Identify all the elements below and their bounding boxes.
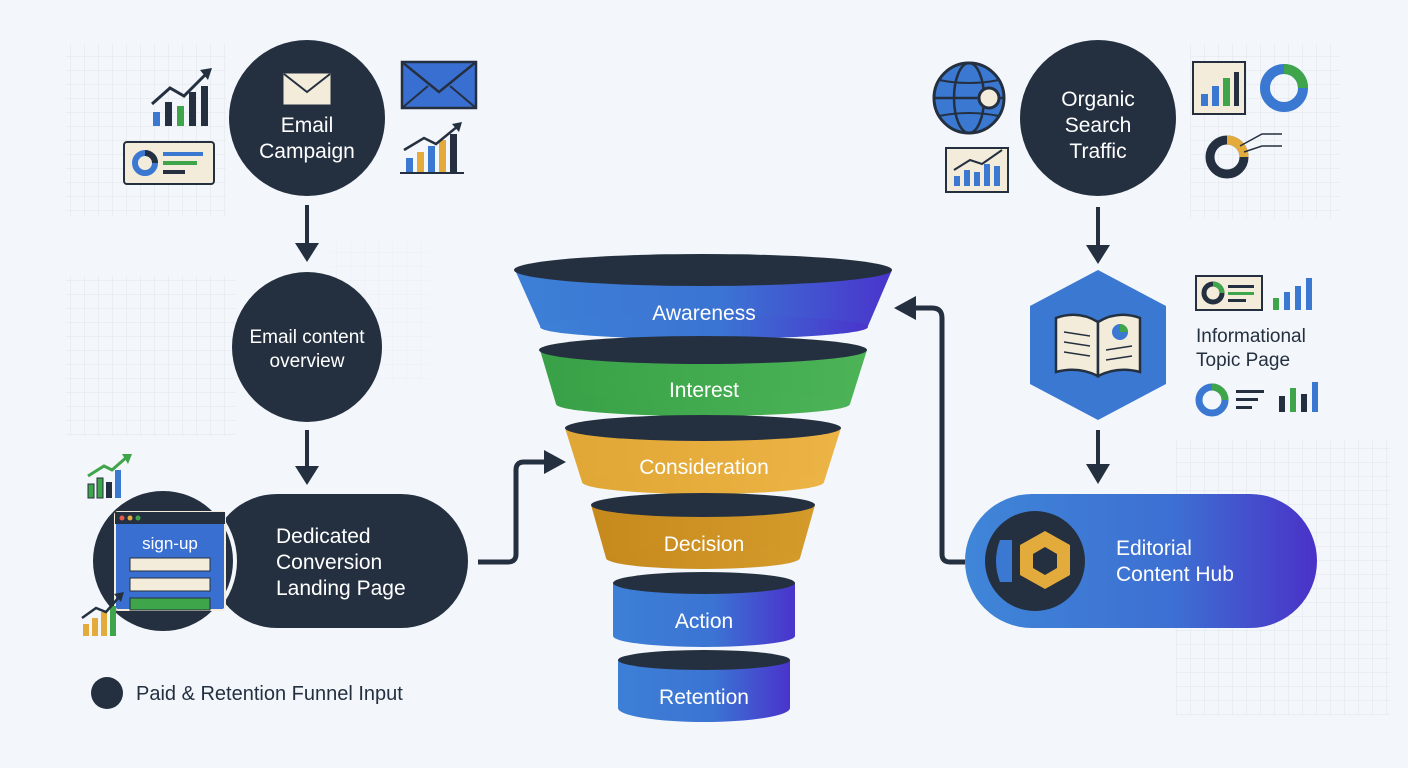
bar-chart-icon <box>1273 278 1312 310</box>
dashboard-card-icon <box>1195 275 1263 311</box>
funnel-stage-label: Consideration <box>639 456 769 479</box>
topic-page-label-2: Topic Page <box>1196 350 1290 371</box>
funnel-stage-interest[interactable]: Interest <box>539 336 867 416</box>
email-overview-label-2: overview <box>270 351 345 372</box>
globe-icon <box>932 61 1006 135</box>
hexagon-logo-icon <box>996 531 1070 589</box>
email-campaign-label-1: Email <box>281 114 334 137</box>
landing-page-label-1: Dedicated <box>276 525 371 548</box>
content-hub-node[interactable]: Editorial Content Hub <box>965 494 1317 628</box>
legend-label: Paid & Retention Funnel Input <box>136 683 403 705</box>
funnel-stage-consideration[interactable]: Consideration <box>565 415 841 494</box>
legend-swatch <box>91 677 123 709</box>
bar-chart-icon <box>400 122 464 174</box>
organic-search-label-2: Search <box>1065 114 1132 137</box>
email-overview-label-1: Email content <box>249 327 365 348</box>
line-chart-card-icon <box>945 147 1009 193</box>
landing-page-label-2: Conversion <box>276 551 382 574</box>
topic-page-node[interactable] <box>1030 270 1166 420</box>
funnel-stage-retention[interactable]: Retention <box>618 650 790 722</box>
funnel: Awareness Interest Consideration Decisio… <box>514 254 892 722</box>
envelope-icon <box>400 60 478 110</box>
landing-page-label-3: Landing Page <box>276 577 406 600</box>
growth-chart-icon <box>151 68 212 126</box>
signup-form-icon: sign-up <box>114 511 226 611</box>
organic-search-label-3: Traffic <box>1069 140 1126 163</box>
open-book-icon <box>1054 313 1142 379</box>
funnel-stage-label: Decision <box>664 533 745 556</box>
pie-callout-icon <box>1205 133 1282 179</box>
donut-chart-icon <box>1195 383 1264 417</box>
arrow-down-icon <box>295 430 319 485</box>
donut-chart-icon <box>1260 64 1308 112</box>
growth-chart-icon <box>81 592 124 636</box>
signup-form-label: sign-up <box>142 534 198 553</box>
topic-page-label-1: Informational <box>1196 326 1306 347</box>
arrow-to-funnel-icon <box>478 450 566 565</box>
email-overview-node[interactable]: Email content overview <box>232 272 382 422</box>
funnel-stage-label: Interest <box>669 379 739 402</box>
funnel-stage-awareness[interactable]: Awareness <box>514 254 892 339</box>
funnel-stage-decision[interactable]: Decision <box>591 493 815 569</box>
arrow-down-icon <box>295 205 319 262</box>
organic-search-label-1: Organic <box>1061 88 1135 111</box>
funnel-stage-action[interactable]: Action <box>613 572 795 647</box>
bar-chart-card-icon <box>1192 61 1246 115</box>
funnel-stage-label: Awareness <box>652 302 756 325</box>
envelope-icon <box>283 73 331 105</box>
arrow-down-icon <box>1086 207 1110 264</box>
landing-page-node[interactable]: sign-up Dedicated Conversion Landing Pag… <box>89 487 468 635</box>
bar-chart-icon <box>1279 382 1318 412</box>
content-hub-label-2: Content Hub <box>1116 563 1234 586</box>
funnel-stage-label: Action <box>675 610 733 633</box>
content-hub-label-1: Editorial <box>1116 537 1192 560</box>
arrow-down-icon <box>1086 430 1110 484</box>
dashboard-card-icon <box>123 141 215 185</box>
email-campaign-node[interactable]: Email Campaign <box>229 40 385 196</box>
organic-search-node[interactable]: Organic Search Traffic <box>1020 40 1176 196</box>
arrow-to-awareness-icon <box>894 296 965 565</box>
email-campaign-label-2: Campaign <box>259 140 355 163</box>
growth-chart-icon <box>87 454 132 499</box>
legend: Paid & Retention Funnel Input <box>91 677 403 709</box>
funnel-stage-label: Retention <box>659 686 749 709</box>
